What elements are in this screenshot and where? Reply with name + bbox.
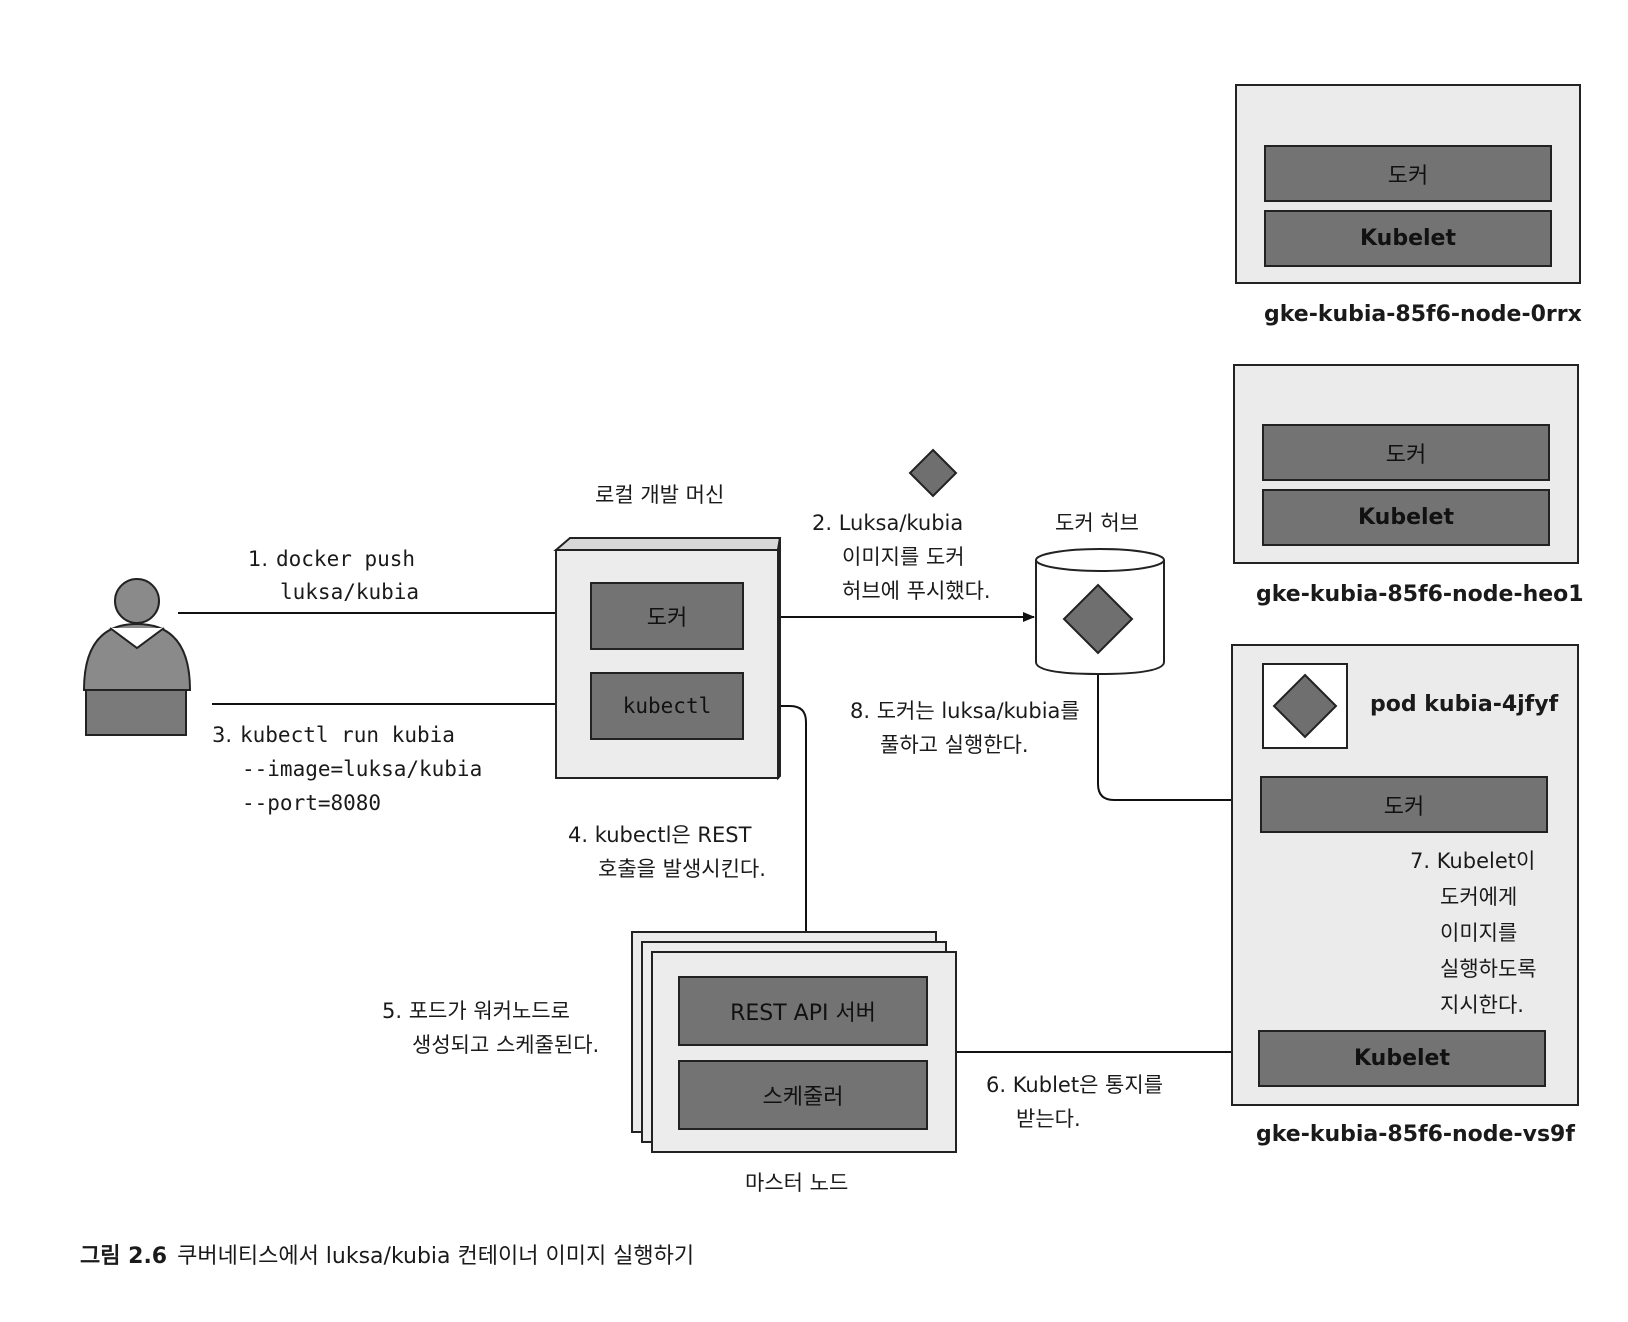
local-docker-box: 도커: [590, 582, 744, 650]
step4-line2: 호출을 발생시킨다.: [598, 857, 766, 881]
rest-api-server-box: REST API 서버: [678, 976, 928, 1046]
master-node-title: 마스터 노드: [745, 1171, 849, 1195]
step4-line1: 4. kubectl은 REST: [568, 823, 752, 847]
developer-icon: [82, 578, 192, 736]
scheduler-box: 스케줄러: [678, 1060, 928, 1130]
step2-line3: 허브에 푸시했다.: [842, 579, 991, 603]
figure-caption-text: 쿠버네티스에서 luksa/kubia 컨테이너 이미지 실행하기: [177, 1244, 695, 1269]
step7-line3: 이미지를: [1440, 921, 1518, 945]
step6-line1: 6. Kublet은 통지를: [986, 1073, 1164, 1097]
figure-caption-label: 그림 2.6: [80, 1244, 168, 1269]
step7-line5: 지시한다.: [1440, 993, 1524, 1017]
step3-line1: kubectl run kubia: [240, 723, 455, 747]
step6-line2: 받는다.: [1016, 1107, 1081, 1131]
step3-line2: --image=luksa/kubia: [242, 757, 483, 781]
pod-name: pod kubia-4jfyf: [1370, 692, 1559, 717]
node-vs9f-name: gke-kubia-85f6-node-vs9f: [1256, 1122, 1575, 1147]
step1-line2: luksa/kubia: [280, 580, 420, 604]
node-0rrx-kubelet-box: Kubelet: [1264, 210, 1552, 267]
step8-line1: 8. 도커는 luksa/kubia를: [850, 699, 1080, 723]
step2-line2: 이미지를 도커: [842, 545, 965, 569]
node-vs9f-kubelet-box: Kubelet: [1258, 1030, 1546, 1087]
image-diamond-icon: [908, 448, 958, 498]
node-heo1-docker-box: 도커: [1262, 424, 1550, 481]
step7-line1: 7. Kubelet이: [1410, 849, 1536, 873]
step1-number: 1.: [248, 547, 269, 571]
node-vs9f-docker-box: 도커: [1260, 776, 1548, 833]
step3-number: 3.: [212, 723, 233, 747]
local-machine-title: 로컬 개발 머신: [595, 483, 725, 507]
docker-hub-cylinder-icon: [1035, 548, 1165, 676]
step5-line2: 생성되고 스케줄된다.: [412, 1033, 600, 1057]
step8-line2: 풀하고 실행한다.: [880, 733, 1029, 757]
step7-line4: 실행하도록: [1440, 957, 1537, 981]
node-heo1-kubelet-box: Kubelet: [1262, 489, 1550, 546]
node-0rrx-docker-box: 도커: [1264, 145, 1552, 202]
step5-line1: 5. 포드가 워커노드로: [382, 999, 570, 1023]
figure-caption: 그림 2.6 쿠버네티스에서 luksa/kubia 컨테이너 이미지 실행하기: [80, 1238, 694, 1270]
step2-line1: 2. Luksa/kubia: [812, 511, 964, 535]
step1-line1: docker push: [276, 547, 416, 571]
step7-line2: 도커에게: [1440, 885, 1518, 909]
node-0rrx-name: gke-kubia-85f6-node-0rrx: [1264, 302, 1582, 327]
step3-line3: --port=8080: [242, 791, 382, 815]
node-heo1-name: gke-kubia-85f6-node-heo1: [1256, 582, 1584, 607]
kubectl-box: kubectl: [590, 672, 744, 740]
docker-hub-title: 도커 허브: [1055, 511, 1139, 535]
pod-image-diamond-icon: [1272, 673, 1338, 739]
pod-box: [1262, 663, 1348, 749]
